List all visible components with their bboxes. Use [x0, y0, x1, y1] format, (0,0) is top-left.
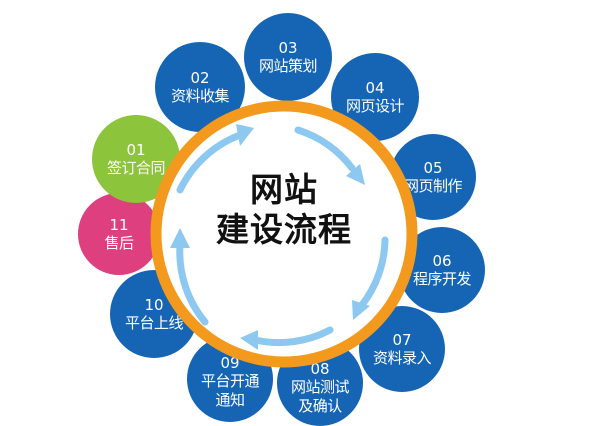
step-number: 04 [365, 78, 385, 97]
center-ring [150, 100, 418, 368]
step-label: 程序开发 [412, 269, 472, 288]
step-11-after-sales: 11 售后 [78, 193, 160, 275]
step-number: 11 [109, 215, 129, 234]
step-label: 签订合同 [106, 158, 166, 177]
step-07-data-entry: 07 资料录入 [359, 306, 445, 392]
step-label: 平台上线 [124, 313, 184, 332]
arrowhead-icon [236, 124, 254, 146]
arrow-right-icon [358, 236, 389, 309]
title-line-2: 建设流程 [216, 210, 352, 249]
step-label: 售后 [104, 233, 134, 252]
step-number: 09 [220, 354, 240, 372]
step-label: 平台开通 [200, 372, 260, 390]
diagram-title: 网站 建设流程 [184, 170, 384, 250]
step-number: 01 [126, 140, 146, 159]
step-number: 03 [278, 38, 298, 57]
step-number: 10 [144, 295, 164, 314]
arrow-top-right-icon [294, 126, 356, 172]
cycle-arrows [176, 126, 389, 347]
step-label: 资料录入 [372, 348, 432, 367]
step-label: 网站测试 [290, 378, 350, 396]
step-label: 网页设计 [345, 96, 405, 115]
step-label: 网站策划 [258, 56, 318, 75]
step-03-site-planning: 03 网站策划 [244, 13, 332, 101]
arrowheads [170, 124, 370, 350]
title-line-1: 网站 [250, 170, 318, 209]
arrow-bottom-icon [251, 326, 334, 347]
arrow-left-icon [176, 241, 209, 326]
step-02-data-collection: 02 资料收集 [155, 42, 245, 132]
orange-ring [150, 100, 418, 368]
arrowhead-icon [170, 228, 190, 248]
website-build-process-diagram: 02 资料收集 03 网站策划 04 网页设计 05 网页制作 06 程序开发 … [78, 13, 485, 426]
arrow-top-left-icon [176, 131, 244, 194]
step-number: 06 [432, 251, 452, 270]
step-number: 02 [190, 68, 210, 87]
step-number: 07 [392, 330, 412, 349]
step-06-program-development: 06 程序开发 [399, 227, 485, 313]
step-label: 资料收集 [170, 86, 230, 105]
arrowhead-icon [346, 164, 365, 185]
arrowhead-icon [240, 330, 258, 350]
step-label: 网页制作 [403, 176, 463, 195]
step-number: 08 [310, 360, 330, 378]
step-number: 05 [423, 158, 443, 177]
arrowhead-icon [352, 300, 370, 320]
